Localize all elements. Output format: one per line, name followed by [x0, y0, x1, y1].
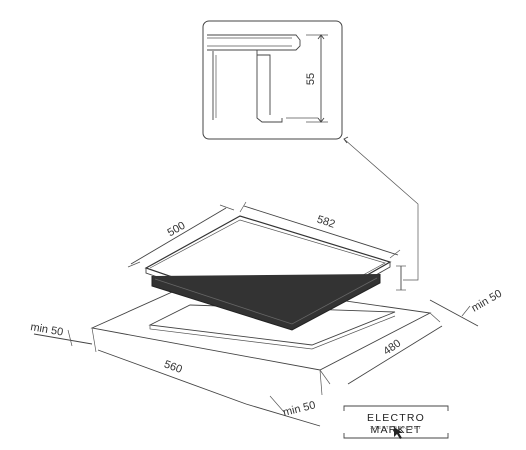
detail-inset: 55 [202, 20, 343, 140]
clearance-left-label: min 50 [29, 321, 64, 339]
dim-clearance-left: min 50 [29, 321, 93, 347]
dim-cutout-width: 560 [91, 327, 323, 405]
cutout-depth-label: 480 [381, 337, 403, 357]
detail-height-label: 55 [305, 73, 317, 85]
dim-clearance-front: min 50 [245, 395, 321, 427]
dim-clearance-right: min 50 [429, 288, 505, 327]
dim-width: 582 [239, 201, 401, 259]
dim-depth: 500 [127, 204, 235, 268]
logo-frame [343, 405, 449, 439]
width-label: 582 [315, 214, 336, 231]
cutout-width-label: 560 [162, 358, 183, 376]
dim-thickness [396, 265, 406, 291]
dim-cutout-depth: 480 [319, 312, 443, 385]
brand-logo: ELECTRO MARKET ЭЛЕКТРОМАРКЕТ [344, 406, 448, 440]
cooktop [144, 215, 392, 331]
clearance-right-label: min 50 [470, 288, 505, 315]
depth-label: 500 [166, 220, 188, 240]
clearance-front-label: min 50 [282, 399, 317, 419]
brand-tagline: ЭЛЕКТРОМАРКЕТ [370, 425, 422, 430]
cursor-icon [394, 427, 403, 439]
leader-line [343, 136, 419, 281]
brand-name: ELECTRO MARKET [367, 412, 425, 436]
